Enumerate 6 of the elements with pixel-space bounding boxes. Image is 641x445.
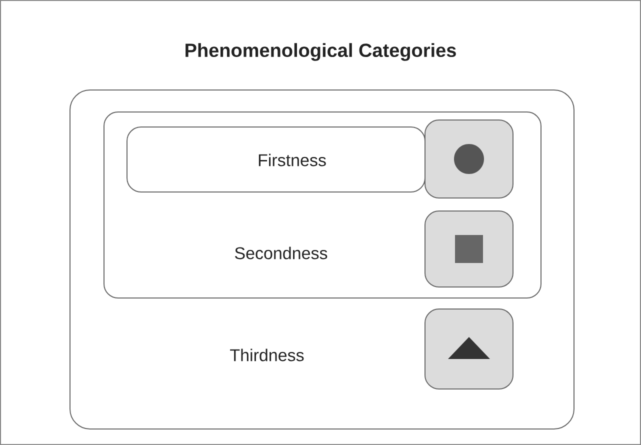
square-symbol	[455, 235, 483, 263]
title: Phenomenological Categories	[186, 43, 456, 61]
triangle-symbol	[448, 337, 490, 359]
icon-button	[424, 308, 514, 390]
category-box: Firstness	[126, 126, 426, 192]
circle-symbol	[454, 144, 484, 174]
